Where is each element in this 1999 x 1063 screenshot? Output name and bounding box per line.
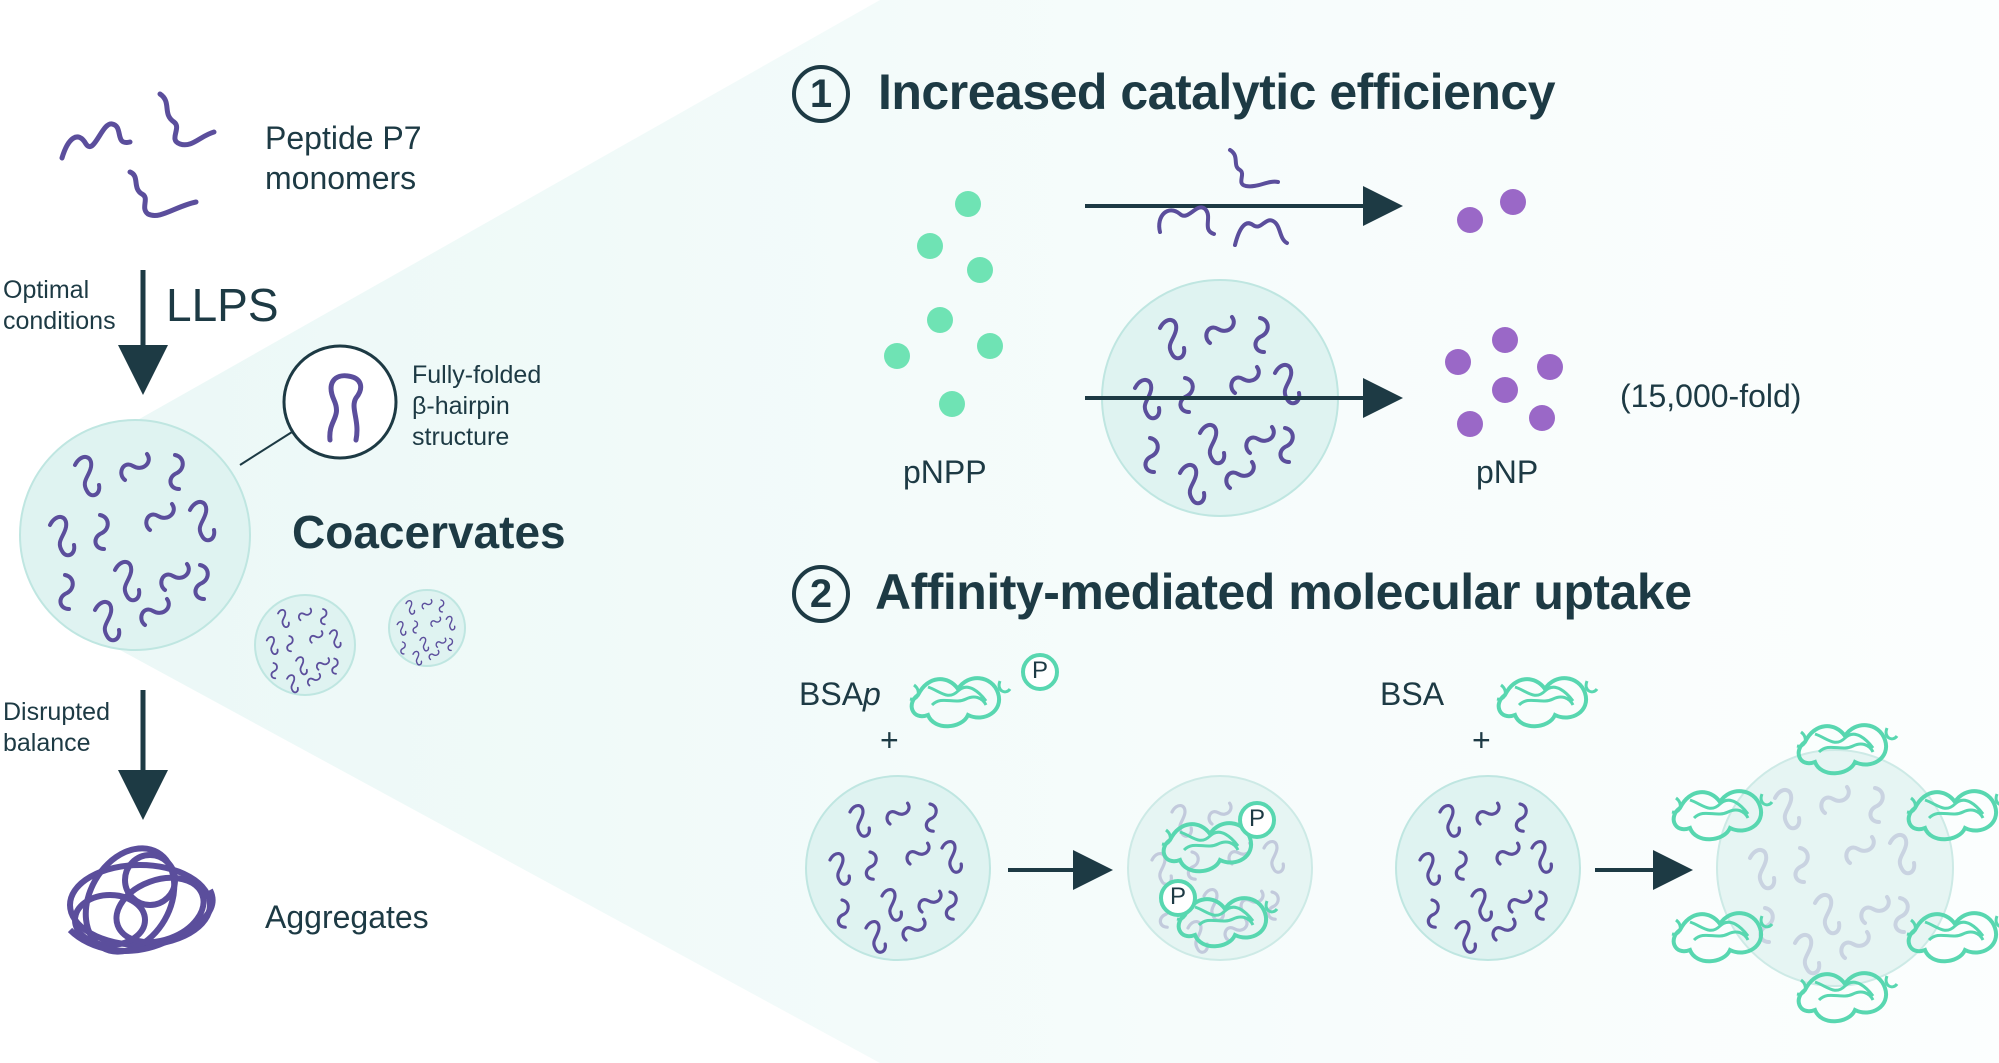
aggregates-label: Aggregates xyxy=(265,899,429,935)
free-peptides xyxy=(1157,148,1289,247)
peptide-monomers xyxy=(59,91,217,218)
section2-number-badge xyxy=(792,565,850,623)
plus-sign-2: + xyxy=(1472,722,1491,758)
aggregates xyxy=(67,845,216,955)
optimal-label-line1: Optimal xyxy=(3,276,90,304)
hairpin-label-line1: Fully-folded xyxy=(412,361,542,389)
monomers-label: Peptide P7 monomers xyxy=(265,118,422,198)
disrupted-label-line1: Disrupted xyxy=(3,698,110,726)
products-top xyxy=(1457,189,1526,233)
bsap-label: BSAp xyxy=(799,674,881,714)
llps-label: LLPS xyxy=(166,279,279,331)
disrupted-balance-label: Disrupted balance xyxy=(3,697,110,759)
coacervate-droplet xyxy=(19,419,251,651)
hairpin-label-line3: structure xyxy=(412,423,510,451)
droplet-with-bsap xyxy=(1127,775,1313,961)
section1-title: Increased catalytic efficiency xyxy=(878,64,1556,120)
disrupted-label-line2: balance xyxy=(3,729,91,757)
hairpin-label-line2: β-hairpin xyxy=(412,392,510,420)
pnpp-label: pNPP xyxy=(903,454,987,490)
bsa-label: BSA xyxy=(1380,676,1445,712)
products-bottom xyxy=(1445,327,1563,437)
phosphate-label-inside-1: P xyxy=(1248,805,1265,832)
bsap-label-main: BSA xyxy=(799,676,864,712)
section1-number: 1 xyxy=(809,72,833,116)
small-droplet-1 xyxy=(254,594,356,696)
hairpin-zoom xyxy=(282,344,398,460)
pnp-label: pNP xyxy=(1476,454,1539,490)
droplet-before-bsap xyxy=(805,775,991,961)
optimal-label-line2: conditions xyxy=(3,307,116,335)
fold-label: (15,000-fold) xyxy=(1620,378,1802,414)
section1-number-badge xyxy=(792,65,850,123)
monomers-label-line1: Peptide P7 xyxy=(265,120,422,156)
substrate-dots xyxy=(884,191,1003,417)
small-droplet-2 xyxy=(388,589,466,667)
section2-number: 2 xyxy=(809,572,833,616)
hairpin-connector xyxy=(239,431,293,466)
plus-sign-1: + xyxy=(880,722,899,758)
droplet-before-bsa xyxy=(1395,775,1581,961)
phosphate-label-bsap: P xyxy=(1031,657,1048,684)
section2-title: Affinity-mediated molecular uptake xyxy=(875,564,1692,620)
bsap-protein-icon xyxy=(908,653,1059,729)
phosphate-label-inside-2: P xyxy=(1169,883,1186,910)
bsap-label-suffix: p xyxy=(863,676,881,712)
optimal-conditions-label: Optimal conditions xyxy=(3,275,116,337)
hairpin-label: Fully-folded β-hairpin structure xyxy=(412,360,541,453)
monomers-label-line2: monomers xyxy=(265,160,417,196)
coacervates-label: Coacervates xyxy=(292,506,566,558)
droplet-with-bsa-outside xyxy=(1670,723,1999,1024)
